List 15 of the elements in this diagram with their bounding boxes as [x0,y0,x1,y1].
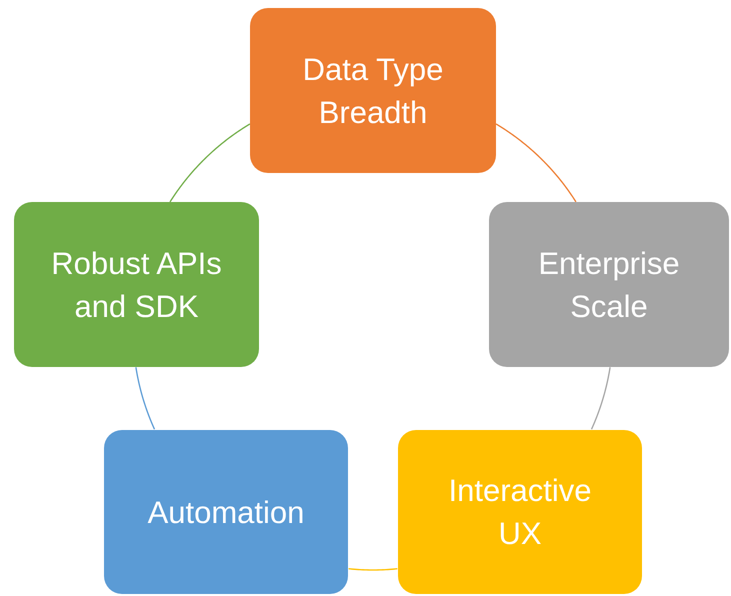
connector-arc [496,123,576,202]
node-label: Data Type Breadth [302,50,444,132]
connector-arc [135,367,156,430]
node-label: Robust APIs and SDK [50,244,223,326]
process-box [398,430,642,594]
process-box [14,202,259,367]
connector-arc [590,367,611,430]
process-box [489,202,729,367]
process-box [250,8,496,173]
node-label: Automation [148,494,304,532]
process-box [104,430,348,594]
connector-arc [348,568,398,571]
node-label: Interactive UX [447,472,592,553]
node-label: Enterprise Scale [537,244,681,326]
connector-arc [169,123,250,202]
